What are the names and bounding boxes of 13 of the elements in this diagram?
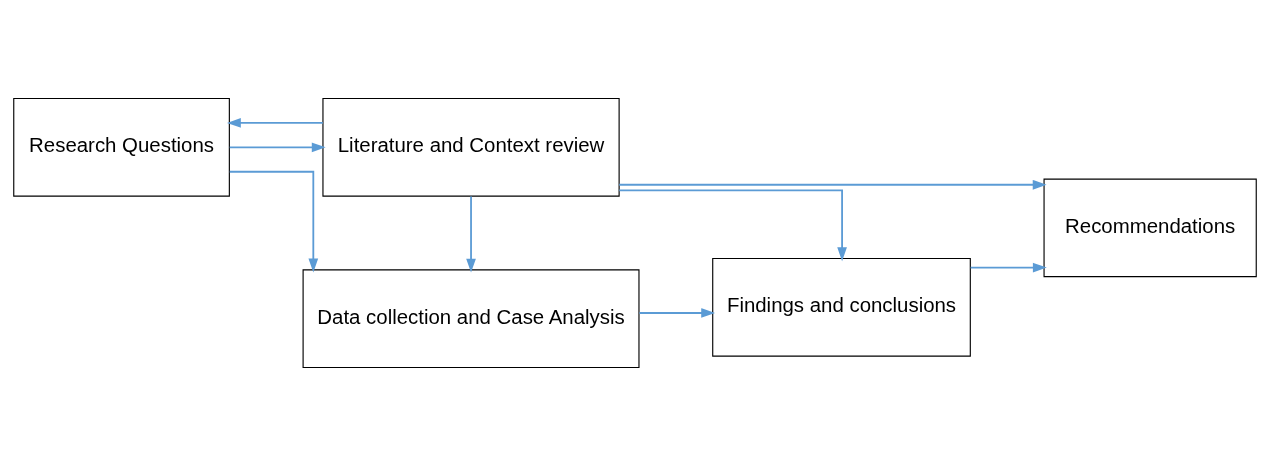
arrow [638,308,716,318]
node-box: Recommendations [1043,178,1257,278]
node-box: Research Questions [13,97,230,197]
arrow [618,179,1047,190]
node-box: Findings and conclusions [712,257,971,357]
arrow [969,262,1047,273]
node-box: Data collection and Case Analysis [302,269,640,369]
arrow [228,170,319,273]
arrow [226,118,324,128]
arrow [618,189,847,262]
arrow [228,142,326,153]
node-box: Literature and Context review [322,97,620,197]
arrow [466,195,476,273]
